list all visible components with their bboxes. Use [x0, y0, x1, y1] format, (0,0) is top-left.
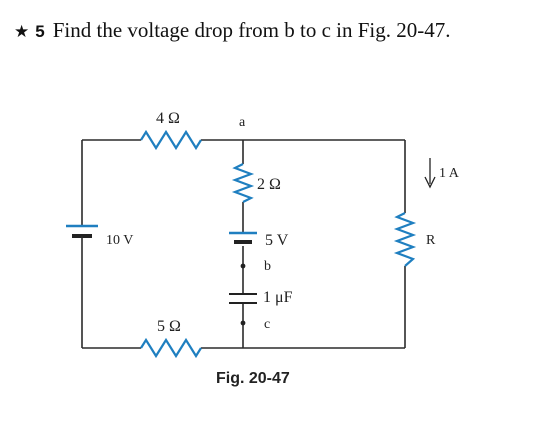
node-c-dot — [240, 320, 246, 326]
label-node-a: a — [239, 115, 246, 130]
node-b-dot — [240, 263, 246, 269]
problem-statement: ★ 5 Find the voltage drop from b to c in F… — [14, 18, 451, 43]
label-node-b: b — [264, 259, 271, 274]
capacitor-1uf — [229, 293, 257, 304]
label-10v: 10 V — [106, 233, 133, 248]
label-r: R — [426, 233, 436, 248]
problem-text: Find the voltage drop from b to c in Fig… — [52, 18, 451, 42]
resistor-5-ohm — [140, 337, 202, 359]
star-icon: ★ — [14, 22, 30, 41]
label-1-uf: 1 μF — [263, 289, 293, 306]
battery-5v — [229, 231, 257, 244]
label-2-ohm: 2 Ω — [257, 176, 281, 193]
battery-10v — [66, 224, 98, 252]
label-1-amp: 1 A — [439, 166, 460, 181]
resistor-r — [393, 212, 417, 267]
wires — [81, 139, 406, 349]
current-arrow-icon — [424, 158, 436, 189]
label-5-ohm: 5 Ω — [157, 318, 181, 335]
label-node-c: c — [264, 317, 270, 332]
label-4-ohm: 4 Ω — [156, 110, 180, 127]
resistor-4-ohm — [140, 129, 202, 151]
label-5v: 5 V — [265, 232, 289, 249]
problem-number: 5 — [35, 22, 45, 41]
figure-caption: Fig. 20-47 — [216, 370, 290, 387]
resistor-2-ohm — [231, 163, 255, 203]
